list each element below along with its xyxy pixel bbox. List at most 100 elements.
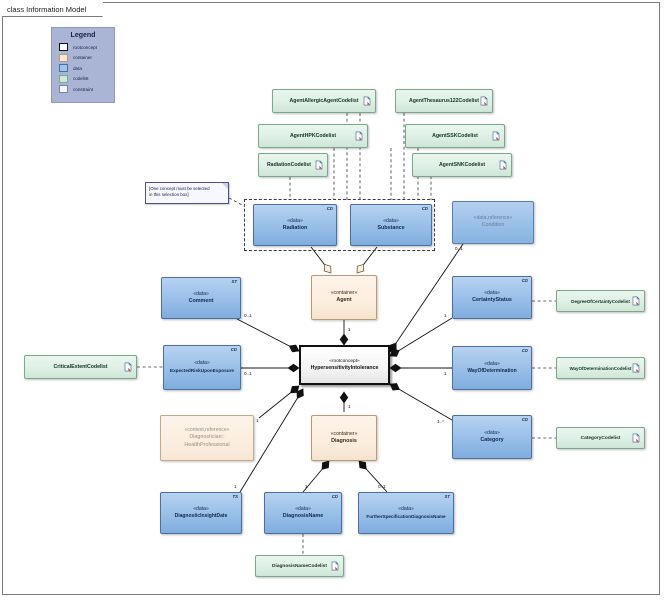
class-name: Agent [336, 297, 352, 304]
note-fold-corner [222, 183, 228, 189]
document-icon [632, 363, 640, 373]
class-way-of-determination[interactable]: CD «data» WayOfDetermination [452, 346, 532, 390]
legend-label-constraint: constraint [73, 86, 93, 92]
class-comment[interactable]: ST «data» Comment [161, 277, 241, 319]
class-name: CertaintyStatus [472, 297, 512, 304]
type-marker: CD [326, 206, 333, 211]
class-diagnostician[interactable]: «context,reference» Diagnostician:: Heal… [160, 415, 254, 461]
legend: Legend rootconcept container data codeli… [51, 27, 115, 103]
diagram-frame-label: class Information Model [2, 1, 104, 17]
type-marker: CD [521, 417, 528, 422]
class-name: Category [480, 436, 504, 443]
class-diagnosis[interactable]: «container» Diagnosis [311, 415, 377, 461]
type-marker: CD [230, 347, 237, 352]
codelist-agent-snk[interactable]: AgentSNKCodelist [412, 153, 512, 177]
class-condition[interactable]: «data,reference» Condition [452, 201, 534, 244]
codelist-radiation[interactable]: RadiationCodelist [258, 153, 328, 177]
legend-item-codelist: codelist [59, 74, 114, 83]
codelist-way-of-determination[interactable]: WayOfDeterminationCodelist [556, 357, 645, 379]
class-name: WayOfDetermination [467, 367, 517, 374]
codelist-critical-extent[interactable]: CriticalExtentCodelist [24, 355, 137, 379]
codelist-label: AgentSSKCodelist [432, 133, 478, 139]
class-stereotype: «data» [194, 360, 210, 367]
legend-item-constraint: constraint [59, 85, 114, 93]
multiplicity-category: 1..* [437, 419, 444, 424]
class-substance[interactable]: CD «data» Substance [350, 204, 432, 246]
type-marker: CD [331, 494, 338, 499]
class-name: HypersensitivityIntolerance [310, 364, 379, 371]
class-name: FurtherSpecificationDiagnosisName [366, 513, 446, 519]
class-stereotype: «data» [295, 505, 311, 512]
class-diagnostic-insight-date[interactable]: TS «data» DiagnosticInsightDate [160, 492, 242, 534]
legend-label-rootconcept: rootconcept [73, 44, 98, 50]
class-name: Condition [481, 222, 505, 229]
class-name: Diagnosis [331, 437, 357, 444]
multiplicity-certainty-status: 1 [444, 313, 447, 318]
codelist-agent-allergic-agent[interactable]: AgentAllergicAgentCodelist [272, 89, 376, 113]
class-hypersensitivity-intolerance[interactable]: «rootconcept» HypersensitivityIntoleranc… [299, 345, 390, 385]
class-name: Substance [377, 224, 405, 231]
class-further-specification-diagnosis-name[interactable]: ST «data» FurtherSpecificationDiagnosisN… [358, 492, 454, 534]
class-stereotype: «data» [484, 429, 500, 436]
constraint-note-line2: in this selection box] [149, 191, 189, 197]
class-stereotype: «container» [330, 290, 358, 297]
class-stereotype: «data» [484, 290, 500, 297]
document-icon [492, 131, 500, 141]
class-stereotype: «container» [330, 430, 358, 437]
multiplicity-comment: 0..1 [244, 313, 252, 318]
class-name: DiagnosisName [282, 512, 324, 519]
class-stereotype: «context,reference» [184, 427, 230, 433]
class-diagnosis-name[interactable]: CD «data» DiagnosisName [264, 492, 342, 534]
class-certainty-status[interactable]: CD «data» CertaintyStatus [452, 276, 532, 319]
legend-label-codelist: codelist [73, 76, 89, 81]
document-icon [355, 131, 363, 141]
type-marker: TS [232, 494, 239, 499]
type-marker: ST [231, 279, 238, 284]
class-radiation[interactable]: CD «data» Radiation [253, 204, 337, 246]
legend-item-rootconcept: rootconcept [59, 43, 114, 51]
class-name: Comment [188, 297, 214, 304]
multiplicity-way-of-determination: 1 [444, 371, 447, 376]
codelist-category[interactable]: CategoryCodelist [556, 427, 645, 449]
selection-box [244, 199, 435, 251]
document-icon [480, 96, 488, 106]
multiplicity-diagnosis-name: 1 [305, 484, 308, 489]
class-expected-risk-upon-exposure[interactable]: CD «data» ExpectedRiskUponExposure [163, 345, 241, 390]
legend-label-data: data [73, 65, 82, 71]
codelist-agent-hpk[interactable]: AgentHPKCodelist [258, 124, 368, 148]
legend-item-data: data [59, 64, 114, 72]
type-marker: CD [421, 206, 428, 211]
codelist-label: AgentHPKCodelist [289, 133, 337, 139]
multiplicity-diagnostic-insight-date: 1 [234, 484, 237, 489]
multiplicity-further-specification: 0..1 [378, 484, 386, 489]
class-stereotype: «data» [193, 505, 209, 512]
class-name-second-line: HealthProfessional [184, 441, 230, 448]
codelist-degree-of-certainty[interactable]: DegreeOfCertaintyCodelist [556, 290, 645, 312]
type-marker: CD [521, 278, 528, 283]
legend-swatch-container [59, 53, 68, 62]
legend-swatch-data [59, 64, 68, 72]
document-icon [499, 160, 507, 170]
legend-swatch-codelist [59, 74, 68, 83]
codelist-label: AgentSNKCodelist [438, 162, 486, 168]
legend-label-container: container [73, 55, 92, 60]
class-name: ExpectedRiskUponExposure [169, 368, 235, 374]
type-marker: CD [521, 348, 528, 353]
class-agent[interactable]: «container» Agent [311, 275, 377, 320]
class-stereotype: «data» [383, 217, 399, 224]
document-icon [315, 160, 323, 170]
codelist-label: CriticalExtentCodelist [53, 364, 108, 370]
class-category[interactable]: CD «data» Category [452, 415, 532, 459]
constraint-note[interactable]: [One concept must be selected in this se… [145, 182, 229, 204]
document-icon [124, 362, 132, 372]
codelist-agent-ssk[interactable]: AgentSSKCodelist [405, 124, 505, 148]
legend-item-container: container [59, 53, 114, 62]
codelist-label: DegreeOfCertaintyCodelist [571, 298, 630, 304]
codelist-label: WayOfDeterminationCodelist [569, 365, 632, 371]
codelist-diagnosis-name[interactable]: DiagnosisNameCodelist [255, 555, 344, 577]
codelist-agent-thesaurus122[interactable]: AgentThesaurus122Codelist [395, 89, 493, 113]
class-name: Diagnostician:: [189, 434, 225, 440]
multiplicity-diagnostician: 1 [256, 418, 259, 423]
class-name: Radiation [282, 224, 308, 231]
